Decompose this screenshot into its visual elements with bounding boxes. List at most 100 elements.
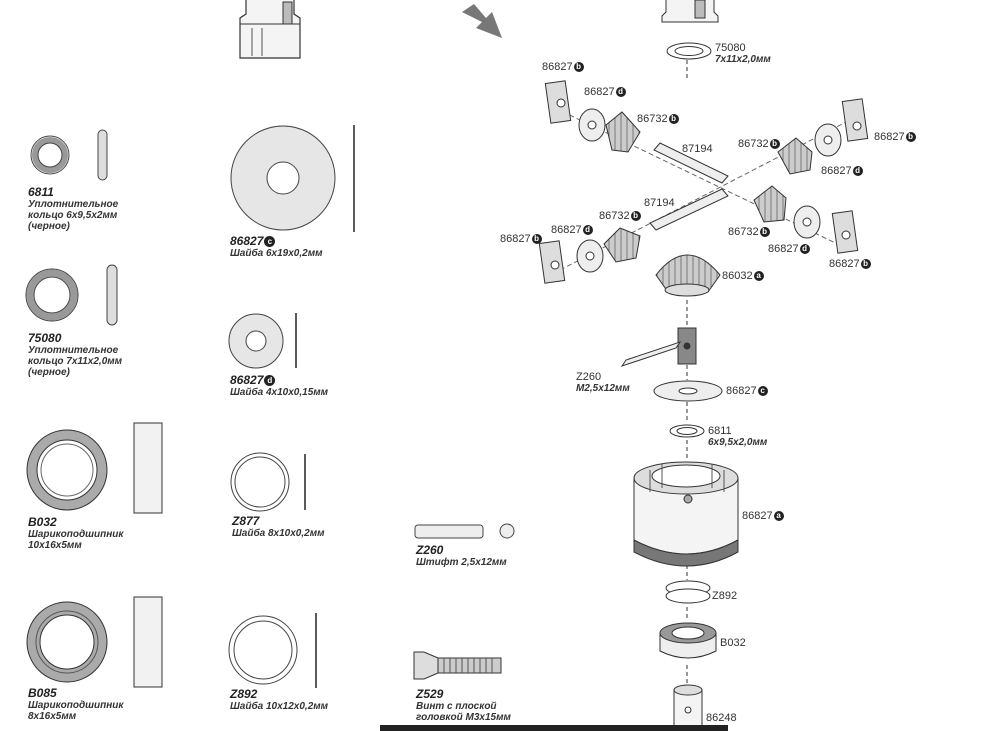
variant-badge: d [264,375,276,387]
part-label-z892: Z892 Шайба 10х12х0,2мм [230,687,329,713]
part-desc-line1: Штифт 2,5х12мм [416,557,507,568]
exploded-assembly-image [538,0,869,731]
part-desc-line1: Уплотнительное [28,345,119,356]
variant-badge: d [615,87,626,98]
callout-number: 86827 [542,61,573,73]
part-desc-line2: кольцо 7х11х2,0мм [28,356,123,367]
variant-badge: c [757,386,768,397]
callout-number: 86248 [706,712,737,724]
callout-label: 86248 [706,712,737,724]
variant-badge: b [630,211,641,222]
callout-number: 87194 [644,197,675,209]
part-number: 86827 [230,234,264,248]
part-desc-line2: 10х16х5мм [28,540,82,551]
part-number: Z892 [230,687,258,701]
callout-number: 86827 [768,243,799,255]
callout-6811: 6811 6х9,5х2,0мм [708,425,767,448]
part-number: B032 [28,515,57,529]
callout-label: 87194 [644,197,675,209]
callout-number: 86827 [726,385,757,397]
washer-86827c-image [230,125,355,232]
part-number: Z529 [416,687,444,701]
callout-label: B032 [720,637,746,649]
callout-number: 6811 [708,425,732,437]
pin-z260-image [414,523,515,539]
callout-number: 86827 [874,131,905,143]
variant-badge: c [264,236,276,248]
callout-number: 86732 [599,210,630,222]
callout-number: 75080 [715,42,746,54]
callout-number: 86827 [584,86,615,98]
callout-number: 86827 [500,233,531,245]
variant-badge: b [769,139,780,150]
part-desc-line2: головкой М3х15мм [416,712,511,723]
callout-number: 86827 [742,510,773,522]
part-number: B085 [28,686,57,700]
direction-arrow-icon [462,4,502,38]
callout-label: 87194 [682,143,713,155]
callout-number: 86732 [637,113,668,125]
part-label-6811: 6811 Уплотнительное кольцо 6х9,5х2мм (че… [28,186,118,233]
callout-number: Z892 [712,590,738,602]
part-label-75080: 75080 Уплотнительное кольцо 7х11х2,0мм (… [28,331,123,379]
callout-number: 86032 [722,270,753,282]
callout-number: 87194 [682,143,713,155]
variant-badge: b [905,132,916,143]
part-label-z260: Z260 Штифт 2,5х12мм [416,543,507,569]
variant-badge: b [573,62,584,73]
part-desc-line1: Шайба 10х12х0,2мм [230,701,329,712]
callout-size: М2,5х12мм [576,383,630,394]
part-label-z529: Z529 Винт с плоской головкой М3х15мм [416,687,511,724]
callout-z260: Z260 М2,5х12мм [576,371,630,394]
screw-z529-image [413,651,502,680]
variant-badge: d [799,244,810,255]
part-label-b085: B085 Шарикоподшипник 8х16х5мм [28,686,124,723]
part-desc-line1: Шарикоподшипник [28,529,124,540]
callout-number: 86827 [551,224,582,236]
part-number: Z877 [232,514,260,528]
variant-badge: d [852,166,863,177]
part-desc-line3: (черное) [28,221,70,232]
part-desc-line1: Шарикоподшипник [28,700,124,711]
callout-number: 86827 [821,165,852,177]
variant-badge: b [860,259,871,270]
variant-badge: b [531,234,542,245]
callout-number: B032 [720,637,746,649]
bearing-b085-image [26,596,163,688]
variant-badge: a [753,271,764,282]
part-number: Z260 [416,543,444,557]
part-number: 86827 [230,373,264,387]
variant-badge: d [582,225,593,236]
washer-86827d-image [228,313,297,369]
part-desc-line1: Винт с плоской [416,701,497,712]
part-desc-line3: (черное) [28,367,70,378]
callout-size: 7х11х2,0мм [715,54,771,65]
part-desc-line1: Шайба 6х19х0,2мм [230,248,323,259]
washer-z877-image [230,452,306,512]
oring-6811-image [30,129,108,181]
part-label-z877: Z877 Шайба 8х10х0,2мм [232,514,325,540]
callout-number: 86732 [728,226,759,238]
callout-number: 86732 [738,138,769,150]
callout-number: 86827 [829,258,860,270]
variant-badge: b [759,227,770,238]
variant-badge: a [773,511,784,522]
variant-badge: b [668,114,679,125]
part-number: 75080 [28,331,62,345]
washer-z892-image [228,613,317,688]
